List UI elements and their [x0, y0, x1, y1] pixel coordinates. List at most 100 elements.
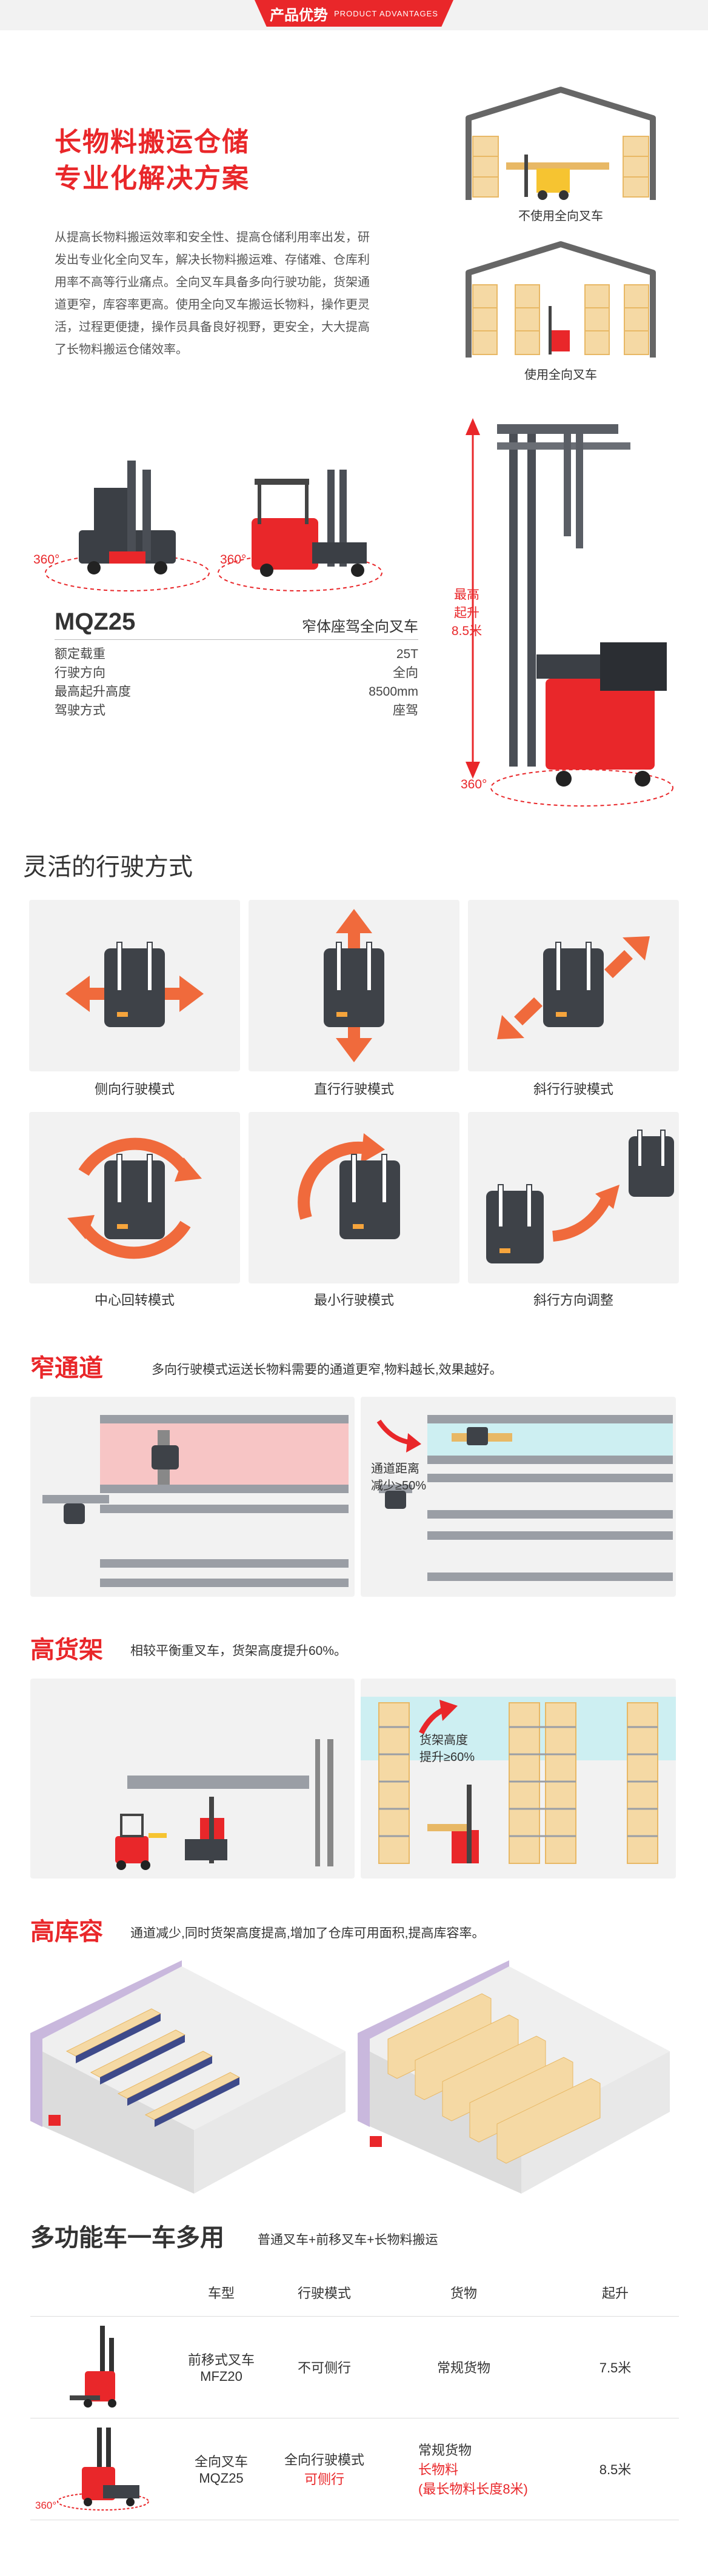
- banner-title: 产品优势 PRODUCT ADVANTAGES: [255, 0, 453, 27]
- table-rotate-label: 360°: [35, 2500, 57, 2511]
- cell-cargo-line1: 常规货物: [436, 2360, 490, 2375]
- banner-subtitle-text: PRODUCT ADVANTAGES: [334, 8, 438, 18]
- mode-label-minimum: 最小行驶模式: [313, 1293, 394, 1308]
- lift-label-line1: 最高起升: [454, 588, 479, 620]
- hero-body-line: 了长物料搬运仓储效率。: [55, 343, 188, 356]
- cell-mode-line1: 不可侧行: [297, 2360, 351, 2375]
- multi-title: 多功能车一车多用: [30, 2225, 224, 2251]
- table-header: 货物: [376, 2269, 552, 2317]
- rack-before-diagram: [30, 1679, 355, 1879]
- table-cell: 8.5米: [552, 2418, 679, 2520]
- cell-mode-line2: 可侧行: [304, 2472, 344, 2487]
- reach-truck-icon: [70, 2326, 116, 2408]
- hero-title: 长物料搬运仓储 专业化解决方案: [55, 124, 250, 197]
- lift-label-line2: 8.5米: [451, 624, 483, 638]
- rack-after-svg: [361, 1697, 676, 1864]
- cell-cargo-line3: (最长物料长度8米): [418, 2481, 528, 2497]
- omni-truck-icon: [57, 2428, 149, 2511]
- narrow-title: 窄通道: [30, 1355, 103, 1382]
- straight-mode-icon: [324, 909, 384, 1062]
- narrow-after-svg: [376, 1415, 673, 1581]
- mode-card-straight: [249, 900, 459, 1071]
- rack-callout-line2: 提升≥60%: [419, 1751, 475, 1764]
- hero-body-line: 道更窄，库容率更高。使用全向叉车搬运长物料，操作更灵: [55, 298, 370, 311]
- warehouse-with-illustration: [466, 241, 656, 358]
- rack-after-diagram: [361, 1679, 676, 1879]
- narrow-callout: 通道距离 减少≥50%: [371, 1460, 426, 1494]
- mode-card-diagonal: [468, 900, 679, 1071]
- capacity-title: 高库容: [30, 1919, 103, 1945]
- narrow-desc: 多向行驶模式运送长物料需要的通道更窄,物料越长,效果越好。: [152, 1363, 503, 1377]
- table-cell: 7.5米: [552, 2316, 679, 2418]
- narrow-before-svg: [42, 1415, 349, 1587]
- cell-cargo-line1: 常规货物: [418, 2443, 472, 2458]
- spec-row: 驾驶方式 座驾: [55, 701, 418, 720]
- table-header: 车型: [170, 2269, 273, 2317]
- diagonal-adjust-icon: [486, 1130, 674, 1263]
- forklift-front-view: [218, 470, 382, 591]
- hero-title-line1: 长物料搬运仓储: [55, 127, 250, 157]
- table-cell-image: [30, 2316, 170, 2418]
- spec-value: 8500mm: [369, 685, 418, 699]
- rotate-label-right: 360°: [461, 777, 487, 791]
- rack-callout-line1: 货架高度: [419, 1734, 468, 1747]
- center-rotate-icon: [67, 1137, 202, 1259]
- table-header: 起升: [552, 2269, 679, 2317]
- forklift-side-view: [45, 461, 210, 591]
- table-cell: 常规货物长物料(最长物料长度8米): [376, 2418, 552, 2520]
- mode-card-diagonal-adjust: [468, 1112, 679, 1283]
- tall-forklift-illustration: [466, 418, 673, 807]
- narrow-after-diagram: [361, 1397, 676, 1597]
- spec-label: 行驶方向: [55, 666, 105, 680]
- warehouse-without-illustration: [466, 87, 656, 200]
- cell-model-line2: MFZ20: [200, 2369, 242, 2384]
- rack-title: 高货架: [30, 1637, 103, 1663]
- mode-label-diagonal: 斜行行驶模式: [533, 1082, 613, 1097]
- mode-label-diagonal-adjust: 斜行方向调整: [533, 1293, 613, 1308]
- cell-model-line1: 全向叉车: [194, 2454, 248, 2469]
- capacity-before-illustration: [30, 1960, 346, 2194]
- spec-label: 额定载重: [55, 647, 105, 661]
- model-name: 窄体座驾全向叉车: [302, 619, 418, 635]
- table-header-row: 车型 行驶模式 货物 起升: [30, 2269, 679, 2317]
- table-header: 行驶模式: [273, 2269, 376, 2317]
- hero-body-line: 活，过程更便捷，操作员具备良好视野，更安全，大大提高: [55, 321, 370, 334]
- hero-body-line: 用率不高等行业痛点。全向叉车具备多向行驶功能，货架通: [55, 276, 370, 289]
- mode-label-straight: 直行行驶模式: [313, 1082, 394, 1097]
- lift-height-label: 最高起升 8.5米: [449, 585, 485, 639]
- table-cell: 全向行驶模式可侧行: [273, 2418, 376, 2520]
- mode-card-center-rotate: [29, 1112, 240, 1283]
- side-mode-icon: [65, 942, 204, 1027]
- mode-label-side: 侧向行驶模式: [94, 1082, 175, 1097]
- table-header-image: [30, 2269, 170, 2317]
- mode-card-minimum: [249, 1112, 459, 1283]
- cell-model-line2: MQZ25: [199, 2471, 244, 2486]
- spec-label: 最高起升高度: [55, 685, 131, 699]
- cell-model-line1: 前移式叉车: [187, 2352, 255, 2368]
- mode-card-side: [29, 900, 240, 1071]
- hero-body-line: 从提高长物料搬运效率和安全性、提高仓储利用率出发，研: [55, 231, 370, 244]
- hero-body-line: 发出专业化全向叉车，解决长物料搬运难、存储难、仓库利: [55, 253, 370, 267]
- narrow-callout-line2: 减少≥50%: [371, 1479, 427, 1493]
- warehouse-without-caption: 不使用全向叉车: [518, 210, 603, 223]
- capacity-after-illustration: [358, 1960, 670, 2194]
- spec-value: 座驾: [393, 704, 418, 717]
- spec-row: 最高起升高度 8500mm: [55, 682, 418, 701]
- spec-value: 全向: [393, 666, 418, 680]
- table-row: 全向叉车 MQZ25 全向行驶模式可侧行 常规货物长物料(最长物料长度8米) 8.…: [30, 2418, 679, 2520]
- model-code: MQZ25: [55, 608, 136, 635]
- modes-title: 灵活的行驶方式: [23, 854, 193, 880]
- rotate-label-middle: 360°: [220, 553, 247, 567]
- table-cell: 不可侧行: [273, 2316, 376, 2418]
- mode-label-center-rotate: 中心回转模式: [94, 1293, 175, 1308]
- multi-desc: 普通叉车+前移叉车+长物料搬运: [258, 2233, 438, 2247]
- rack-callout: 货架高度 提升≥60%: [419, 1732, 475, 1766]
- spec-row: 行驶方向 全向: [55, 664, 418, 682]
- minimum-mode-icon: [298, 1133, 400, 1239]
- spec-label: 驾驶方式: [55, 704, 105, 717]
